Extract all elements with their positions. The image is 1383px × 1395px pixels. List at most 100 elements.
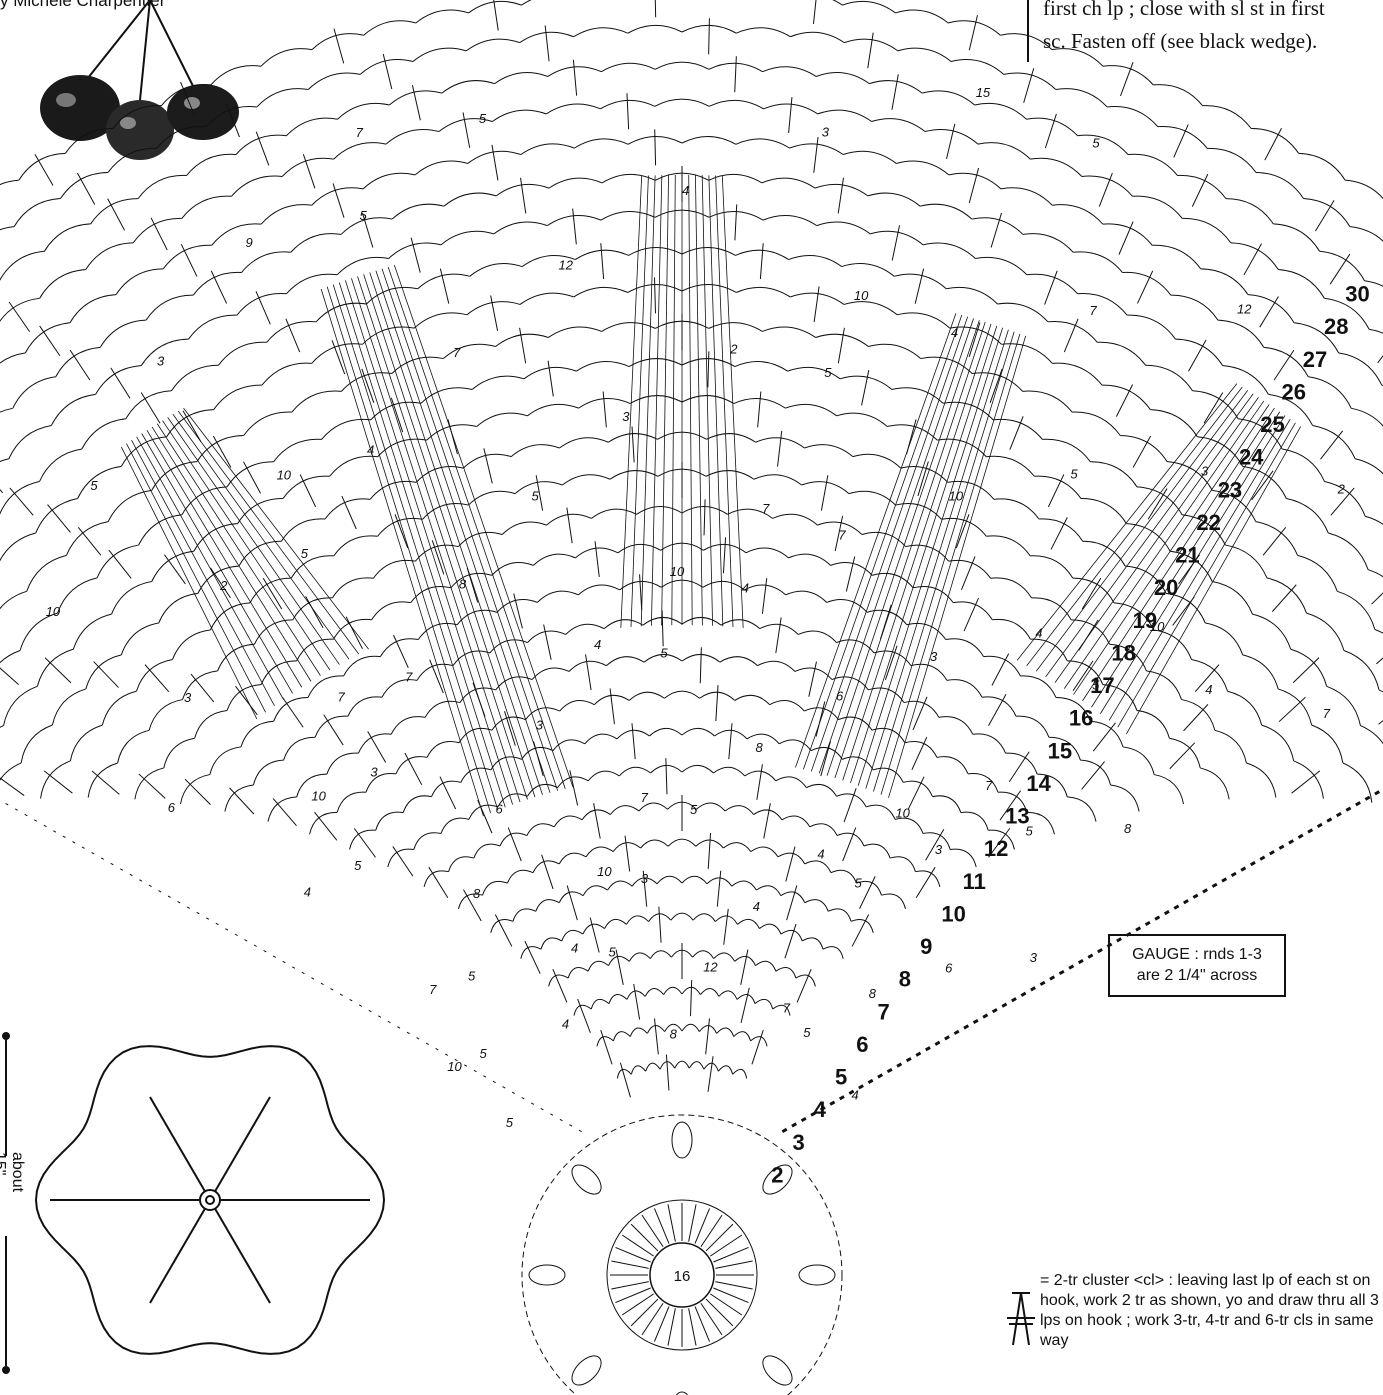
round-number-label: 2 — [771, 1162, 783, 1187]
round-number-label: 21 — [1175, 543, 1199, 568]
dimension-label: about 15" — [0, 1152, 26, 1204]
chain-count-label: 8 — [1124, 821, 1132, 836]
round-number-label: 7 — [878, 999, 890, 1024]
chain-count-label: 12 — [1237, 302, 1252, 317]
chain-count-label: 5 — [479, 1046, 487, 1061]
round-number-label: 12 — [984, 836, 1008, 861]
chain-count-label: 7 — [453, 345, 461, 360]
round-number-label: 24 — [1239, 445, 1264, 470]
chain-count-label: 5 — [854, 876, 862, 891]
chain-count-label: 7 — [1090, 303, 1098, 318]
dimension-end-dot — [2, 1366, 10, 1374]
chain-count-label: 4 — [594, 637, 601, 652]
chain-count-label: 12 — [559, 258, 574, 273]
chain-count-label: 3 — [1030, 950, 1038, 965]
round-number-label: 9 — [920, 934, 932, 959]
chain-count-label: 4 — [753, 899, 760, 914]
round-number-label: 15 — [1048, 738, 1072, 763]
chain-count-label: 3 — [930, 649, 938, 664]
chain-count-label: 7 — [1323, 706, 1331, 721]
chain-count-label: 10 — [854, 288, 869, 303]
chain-count-label: 10 — [46, 604, 61, 619]
round-number-label: 18 — [1111, 640, 1135, 665]
chain-count-label: 10 — [597, 864, 612, 879]
chain-count-label: 4 — [682, 183, 689, 198]
dimension-line-bottom — [5, 1236, 7, 1366]
chain-count-label: 3 — [935, 842, 943, 857]
chain-count-label: 4 — [562, 1017, 569, 1032]
chain-count-label: 8 — [670, 1026, 678, 1041]
chain-count-label: 2 — [219, 578, 228, 593]
chain-count-label: 10 — [277, 467, 292, 482]
round-number-label: 28 — [1324, 314, 1348, 339]
round-number-label: 26 — [1281, 379, 1305, 404]
chain-count-label: 5 — [660, 645, 668, 660]
gauge-line-2: are 2 1/4" across — [1110, 965, 1284, 986]
round-number-label: 6 — [856, 1032, 868, 1057]
chain-count-label: 4 — [742, 581, 749, 596]
chain-count-label: 10 — [311, 789, 326, 804]
cherries-icon — [40, 0, 239, 160]
chain-count-label: 5 — [1026, 823, 1034, 838]
round-number-label: 25 — [1260, 412, 1284, 437]
center-chain-count: 16 — [674, 1268, 691, 1285]
chain-count-label: 4 — [1205, 682, 1212, 697]
round-number-label: 23 — [1218, 477, 1242, 502]
round-number-label: 27 — [1303, 347, 1327, 372]
chain-count-label: 4 — [304, 885, 311, 900]
round-number-label: 4 — [814, 1097, 827, 1122]
chain-count-label: 2 — [1337, 482, 1346, 497]
chain-count-label: 4 — [1035, 625, 1042, 640]
chain-count-label: 4 — [367, 442, 374, 457]
chain-count-label: 8 — [869, 986, 877, 1001]
chain-count-label: 3 — [184, 690, 192, 705]
gauge-line-1: GAUGE : rnds 1-3 — [1110, 944, 1284, 965]
chain-count-label: 5 — [506, 1115, 514, 1130]
chain-count-label: 4 — [951, 325, 958, 340]
chain-count-label: 3 — [822, 125, 830, 140]
chain-count-label: 4 — [817, 846, 824, 861]
chain-count-label: 12 — [703, 960, 718, 975]
chain-count-label: 10 — [1150, 619, 1165, 634]
chain-count-label: 6 — [168, 800, 176, 815]
legend-text: = 2-tr cluster <cl> : leaving last lp of… — [1040, 1271, 1383, 1351]
chain-count-label: 8 — [473, 886, 481, 901]
chain-count-label: 5 — [1092, 135, 1100, 150]
round-number-label: 10 — [941, 901, 965, 926]
chain-count-label: 5 — [360, 208, 368, 223]
chain-count-label: 5 — [90, 478, 98, 493]
round-number-label: 5 — [835, 1065, 847, 1090]
chain-count-label: 10 — [949, 489, 964, 504]
chain-count-label: 5 — [608, 944, 616, 959]
chain-count-label: 15 — [976, 85, 991, 100]
chain-count-label: 7 — [429, 982, 437, 997]
chain-count-label: 6 — [836, 688, 844, 703]
chain-count-label: 5 — [690, 802, 698, 817]
doily-outline-icon — [36, 1046, 384, 1354]
chain-count-label: 7 — [405, 669, 413, 684]
chain-count-label: 9 — [246, 235, 253, 250]
chain-count-label: 3 — [641, 871, 649, 886]
round-labels: 1623456789101112131415161718192021222324… — [46, 85, 1370, 1285]
chain-count-label: 10 — [447, 1059, 462, 1074]
chain-count-label: 5 — [354, 858, 362, 873]
chain-count-label: 3 — [157, 354, 165, 369]
round-number-label: 30 — [1345, 282, 1369, 307]
chain-count-label: 4 — [571, 941, 578, 956]
chain-count-label: 10 — [670, 564, 685, 579]
chain-count-label: 7 — [337, 690, 345, 705]
gauge-box: GAUGE : rnds 1-3 are 2 1/4" across — [1108, 934, 1286, 997]
chain-count-label: 8 — [755, 740, 763, 755]
chain-count-label: 7 — [356, 125, 364, 140]
chain-count-label: 7 — [783, 1001, 791, 1016]
chain-count-label: 5 — [1070, 467, 1078, 482]
chain-count-label: 5 — [468, 969, 476, 984]
round-number-label: 20 — [1154, 575, 1178, 600]
round-number-label: 14 — [1026, 771, 1051, 796]
chain-count-label: 5 — [803, 1025, 811, 1040]
chain-count-label: 4 — [851, 1087, 858, 1102]
chain-count-label: 6 — [945, 960, 953, 975]
chain-count-label: 10 — [895, 805, 910, 820]
